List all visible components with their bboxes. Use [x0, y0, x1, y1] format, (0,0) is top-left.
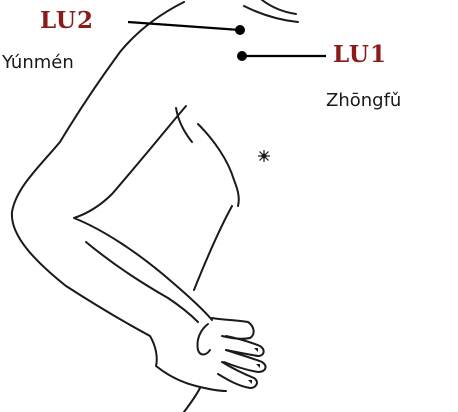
fingernail-3	[248, 380, 252, 384]
fingernail-1	[254, 348, 258, 352]
collarbone-outline	[244, 6, 298, 22]
lu1-dot	[237, 51, 247, 61]
torso-side-outline	[194, 206, 232, 290]
torso-outline	[198, 124, 239, 206]
wrist-line	[184, 388, 200, 412]
neck-outline	[262, 0, 296, 14]
lu1-name-label: Zhōngfǔ	[326, 90, 401, 111]
lu1-code-label: LU1	[333, 41, 387, 68]
arm-crease-outline	[176, 108, 192, 142]
point-lu2: LU2 Yúnmén	[1, 7, 245, 73]
lu2-code-label: LU2	[40, 7, 94, 34]
fingernail-2	[256, 364, 260, 368]
hand-back-outline	[212, 318, 254, 339]
lu2-name-label: Yúnmén	[1, 52, 74, 73]
thumb	[197, 324, 210, 355]
point-lu1: LU1 Zhōngfǔ	[237, 41, 401, 111]
inner-arm-outline	[74, 106, 212, 320]
hand	[184, 318, 265, 412]
lu2-dot	[235, 25, 245, 35]
sun-burst-icon	[258, 150, 270, 162]
